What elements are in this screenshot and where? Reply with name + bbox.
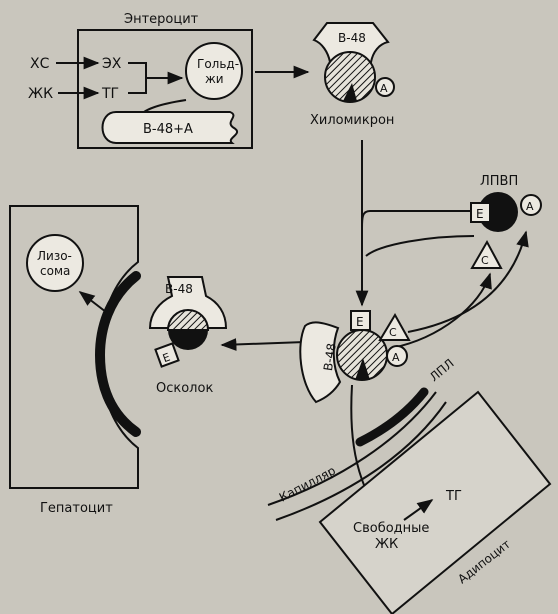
chylomicron-label: Хиломикрон bbox=[310, 113, 394, 128]
hdl-particle: ЛПВП Е А С bbox=[471, 174, 541, 268]
hdl-to-main-e-curve bbox=[362, 211, 470, 228]
lipid-merge-bracket bbox=[128, 63, 146, 93]
hepatocyte-cell: Лизо- сома Гепатоцит bbox=[10, 206, 138, 516]
triglyceride-label-entero: ТГ bbox=[101, 86, 119, 102]
main-apoe-label: Е bbox=[356, 315, 364, 329]
main-apoc-label: С bbox=[389, 326, 397, 339]
lpl-label: ЛПЛ bbox=[427, 356, 457, 384]
free-fatty-acids-label-line2: ЖК bbox=[375, 537, 398, 552]
golgi-label-line2: жи bbox=[205, 72, 224, 86]
enterocyte-cell: Энтероцит ХС ЭХ ЖК ТГ Гольд- жи В-48+А bbox=[28, 12, 252, 148]
golgi-circle bbox=[186, 43, 242, 99]
hepatocyte-label: Гепатоцит bbox=[40, 501, 113, 516]
lysosome-label-line1: Лизо- bbox=[37, 249, 72, 263]
cholesterol-label: ХС bbox=[30, 56, 50, 72]
remnant-label: Осколок bbox=[156, 381, 213, 396]
hdl-label: ЛПВП bbox=[480, 174, 518, 189]
chylomicron-apoa-label: А bbox=[380, 82, 388, 95]
main-chylomicron-particle: В-48 Е С А bbox=[300, 311, 409, 402]
enterocyte-label: Энтероцит bbox=[124, 12, 199, 27]
hdl-apoa-label: А bbox=[526, 200, 534, 213]
main-to-hdl-c-arrow bbox=[408, 232, 526, 332]
chylomicron-particle: В-48 А Хиломикрон bbox=[310, 23, 394, 128]
hdl-apoc-label: С bbox=[481, 254, 489, 267]
hdl-to-main-c-curve bbox=[366, 236, 474, 256]
to-lysosome-arrow bbox=[80, 292, 106, 312]
lysosome-circle bbox=[27, 235, 83, 291]
free-fatty-acids-label-line1: Свободные bbox=[353, 521, 429, 536]
chylomicron-remnant: В-48 Е Осколок bbox=[150, 277, 226, 396]
remnant-b48-label: В-48 bbox=[165, 282, 193, 296]
hepatocyte-receptor-membrane bbox=[100, 276, 136, 432]
fatty-acids-label: ЖК bbox=[28, 86, 53, 102]
main-to-remnant-arrow bbox=[222, 342, 305, 345]
golgi-label-line1: Гольд- bbox=[197, 57, 239, 71]
chylomicron-b48-label: В-48 bbox=[338, 31, 366, 45]
b48a-label: В-48+А bbox=[143, 122, 193, 137]
adipocyte-tg-label: ТГ bbox=[445, 489, 462, 504]
hdl-apoe-label: Е bbox=[476, 207, 484, 221]
main-apoa-label: А bbox=[392, 351, 400, 364]
lysosome-label-line2: сома bbox=[40, 264, 70, 278]
adipocyte-box bbox=[320, 392, 550, 614]
cholesteryl-ester-label: ЭХ bbox=[102, 56, 122, 72]
adipocyte-cell: ТГ Свободные ЖК Адипоцит bbox=[320, 392, 550, 614]
